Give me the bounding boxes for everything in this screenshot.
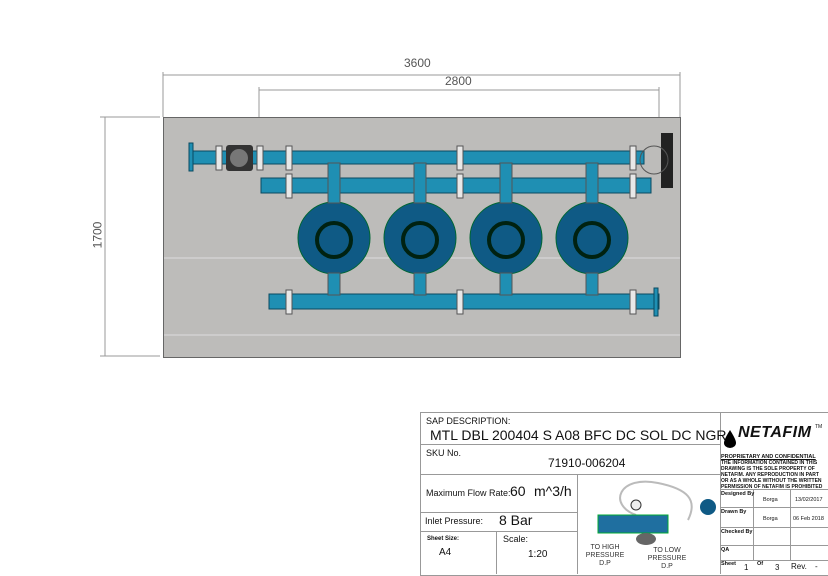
water-drop-icon bbox=[724, 430, 736, 448]
designed-by: Borga bbox=[763, 497, 778, 503]
filter-unit bbox=[297, 201, 371, 275]
designed-by-label: Designed By bbox=[721, 491, 755, 497]
designed-date: 13/02/2017 bbox=[795, 497, 823, 503]
sheet-label: Sheet bbox=[721, 561, 736, 567]
sap-value: MTL DBL 200404 S A08 BFC DC SOL DC NGR bbox=[430, 427, 727, 443]
high-pressure-label: TO HIGH PRESSURE D.P bbox=[585, 544, 625, 567]
drawn-date: 06 Feb 2018 bbox=[793, 516, 824, 522]
pressure-gauge-illustration bbox=[597, 480, 716, 545]
dim-inner-width: 2800 bbox=[445, 74, 472, 88]
low-pressure-label: TO LOW PRESSURE D.P bbox=[647, 547, 687, 570]
proprietary-title: PROPRIETARY AND CONFIDENTIAL bbox=[721, 454, 816, 460]
drawn-by-label: Drawn By bbox=[721, 509, 747, 515]
checked-by-label: Checked By bbox=[721, 529, 753, 535]
sku-value: 71910-006204 bbox=[548, 456, 626, 470]
sap-label: SAP DESCRIPTION: bbox=[426, 416, 511, 426]
rev-label: Rev. bbox=[791, 562, 807, 571]
sku-label: SKU No. bbox=[426, 448, 462, 458]
of-value: 3 bbox=[775, 563, 780, 572]
flow-value: 60 bbox=[510, 483, 526, 499]
rev-value: - bbox=[815, 562, 818, 571]
flanges bbox=[215, 145, 637, 315]
sheet-size-value: A4 bbox=[439, 547, 452, 558]
flow-unit: m^3/h bbox=[534, 483, 572, 499]
valve-icon bbox=[226, 145, 253, 171]
dim-height: 1700 bbox=[90, 221, 105, 249]
dim-overall-width: 3600 bbox=[404, 56, 431, 70]
pipes bbox=[188, 142, 660, 317]
scale-value: 1:20 bbox=[528, 549, 548, 560]
flow-label: Maximum Flow Rate: bbox=[426, 488, 511, 498]
qa-label: QA bbox=[721, 547, 730, 553]
scale-label: Scale: bbox=[503, 534, 529, 544]
proprietary-text: THE INFORMATION CONTAINED IN THIS DRAWIN… bbox=[721, 460, 823, 490]
filter-station-drawing bbox=[163, 117, 681, 358]
filter-unit bbox=[555, 201, 629, 275]
control-unit-icon bbox=[639, 133, 673, 188]
of-label: Of bbox=[757, 561, 764, 567]
filter-unit bbox=[383, 201, 457, 275]
inlet-label: Inlet Pressure: bbox=[425, 516, 484, 526]
drawn-by: Borga bbox=[763, 516, 778, 522]
inlet-value: 8 Bar bbox=[499, 512, 533, 528]
filter-unit bbox=[469, 201, 543, 275]
sheet-size-label: Sheet Size: bbox=[427, 536, 460, 542]
sheet-value: 1 bbox=[744, 563, 749, 572]
filters bbox=[297, 201, 629, 275]
